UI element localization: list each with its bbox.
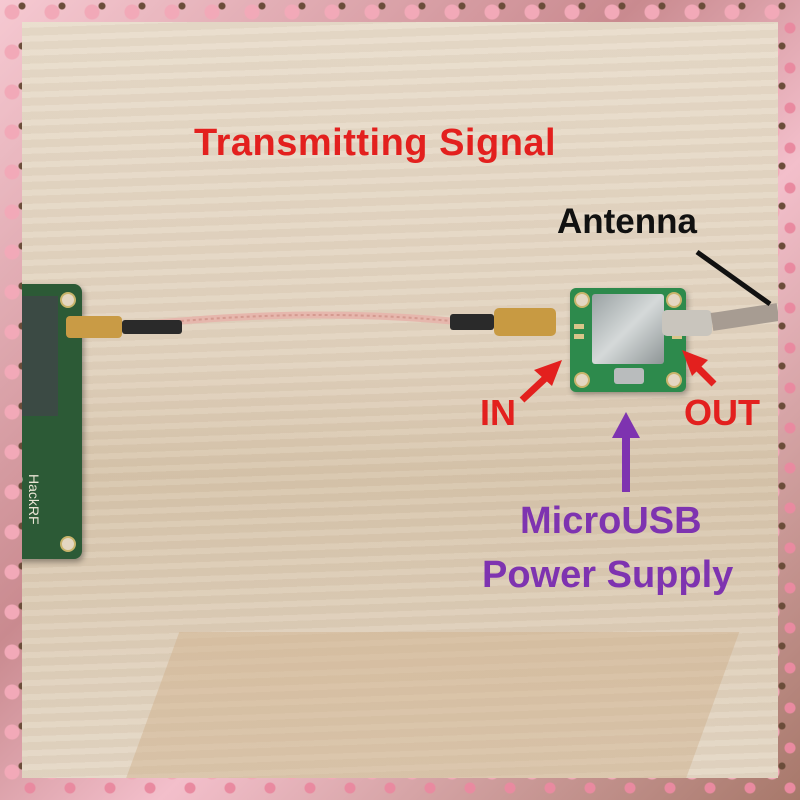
antenna-pointer-line (695, 249, 772, 307)
mount-hole (574, 372, 590, 388)
title-label: Transmitting Signal (194, 122, 557, 164)
sma-pin (574, 334, 584, 339)
photo-overlay (66, 249, 778, 492)
cable-boot-left (122, 320, 182, 334)
antenna-label: Antenna (557, 202, 697, 241)
sma-connector-out (662, 310, 712, 336)
in-label: IN (480, 392, 516, 433)
sma-pin (574, 324, 584, 329)
out-label: OUT (684, 392, 760, 433)
photo-area: HackRF One Transmitting Sig (22, 22, 778, 778)
mount-hole (574, 292, 590, 308)
in-arrow-head (534, 360, 562, 386)
mount-hole (60, 536, 76, 552)
microusb-port (614, 368, 644, 384)
rf-shield (592, 294, 664, 364)
sma-connector-left (66, 316, 122, 338)
mount-hole (60, 292, 76, 308)
microusb-label: MicroUSB (520, 500, 702, 542)
board-chip (22, 296, 58, 416)
out-arrow-head (682, 350, 708, 376)
usb-arrow-head (612, 412, 640, 438)
sma-pin (672, 334, 682, 339)
antenna-body (710, 303, 778, 331)
sma-connector-in (494, 308, 556, 336)
cable-braid (126, 313, 463, 327)
mount-hole (666, 372, 682, 388)
amplifier-board (570, 288, 686, 392)
power-supply-label: Power Supply (482, 554, 734, 596)
cable-boot-right (450, 314, 494, 330)
mount-hole (666, 292, 682, 308)
